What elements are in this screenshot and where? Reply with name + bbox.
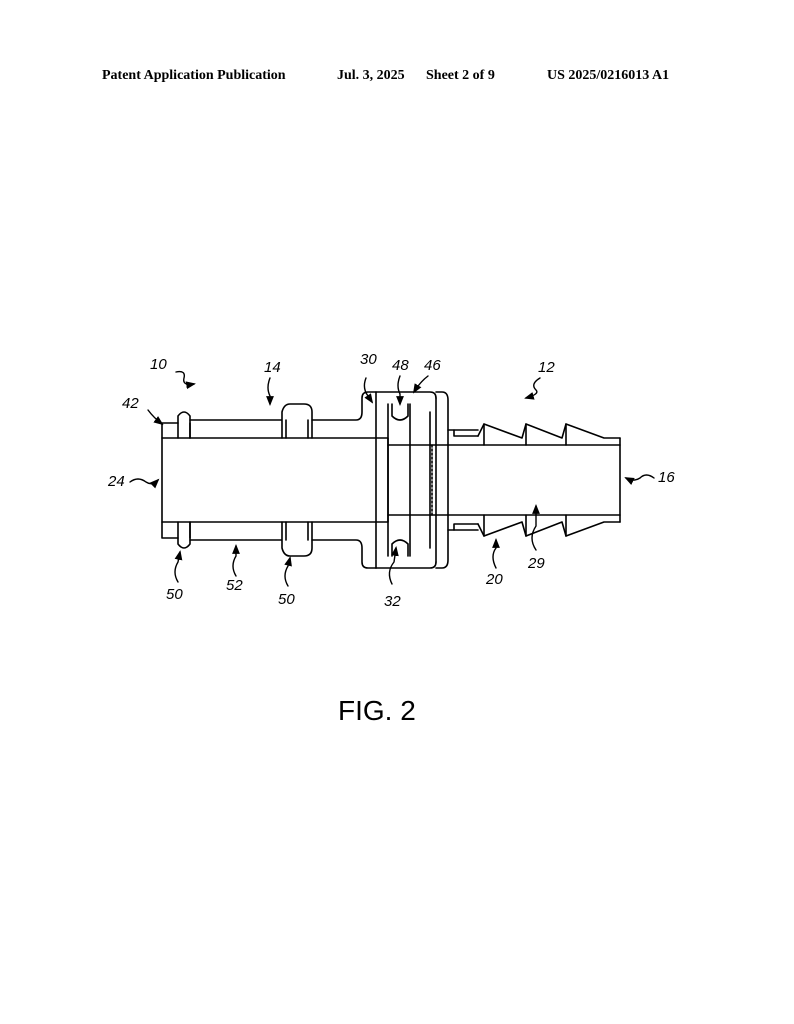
ref-42: 42 [122,395,139,412]
ref-50-left: 50 [166,586,183,603]
barbed-stem [447,423,621,537]
ref-12: 12 [538,359,555,376]
publication-date: Jul. 3, 2025 [337,68,405,83]
ref-32: 32 [384,593,401,610]
ref-50-right: 50 [278,591,295,608]
leader-lines [129,370,655,587]
ref-46: 46 [424,357,441,374]
ref-20: 20 [485,571,503,588]
ref-30: 30 [360,351,377,368]
page-header: Patent Application Publication Jul. 3, 2… [0,68,794,88]
sheet-number: Sheet 2 of 9 [426,68,495,83]
ref-10: 10 [150,356,167,373]
ref-48: 48 [392,357,409,374]
publication-number: US 2025/0216013 A1 [547,68,670,83]
ref-24: 24 [107,473,125,490]
ref-16: 16 [658,469,675,486]
pipe-body [161,391,389,569]
collar [375,391,621,569]
ref-52: 52 [226,577,243,594]
publication-title: Patent Application Publication [102,68,286,83]
ref-29: 29 [527,555,545,572]
ref-14: 14 [264,359,281,376]
figure-label: FIG. 2 [338,695,416,726]
